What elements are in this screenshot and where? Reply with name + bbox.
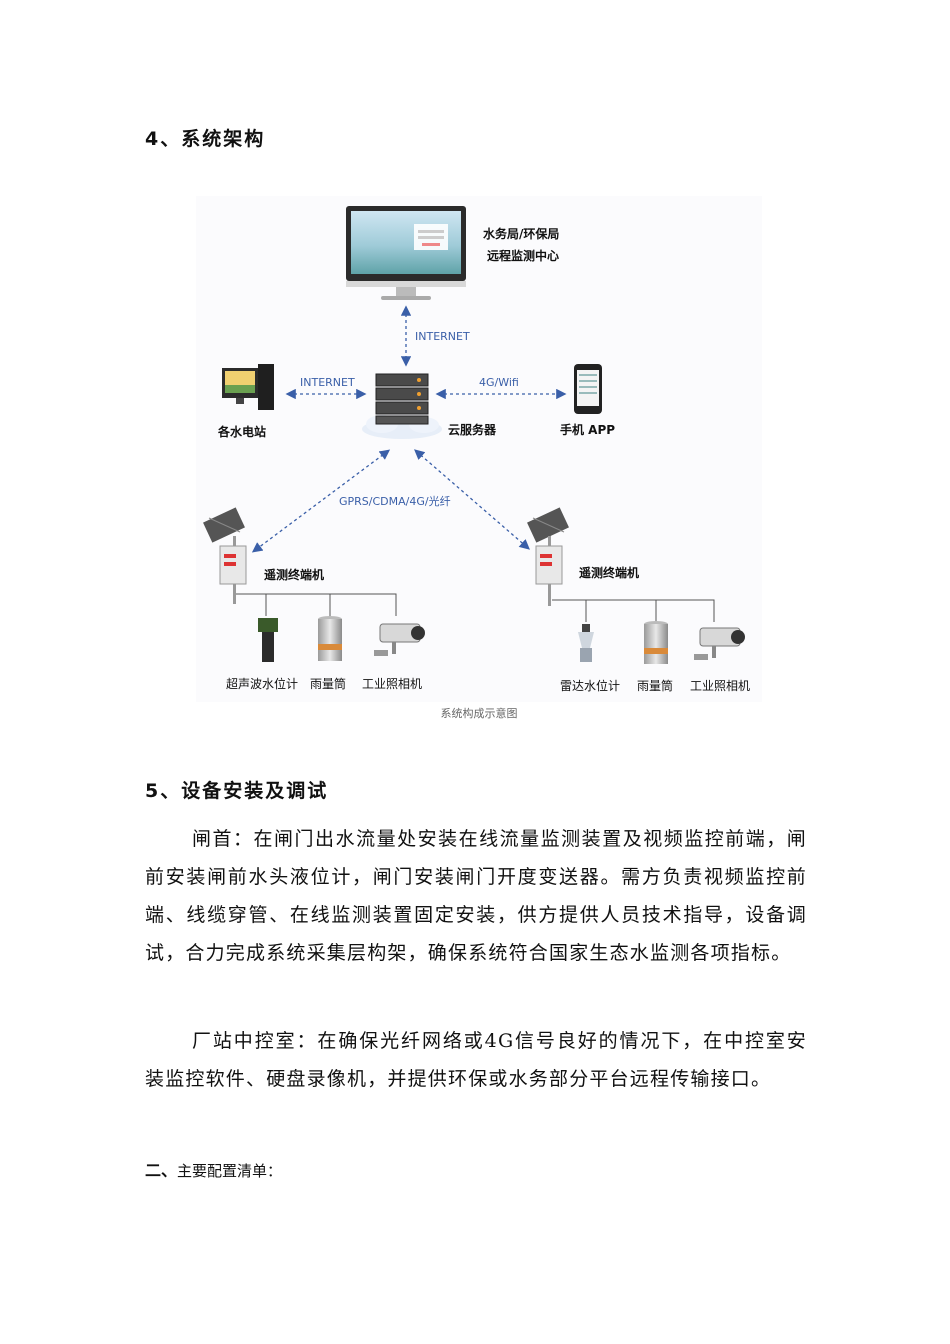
architecture-svg: 水务局/环保局 远程监测中心 INTERNET 云服务器 xyxy=(196,196,762,702)
system-architecture-diagram: 水务局/环保局 远程监测中心 INTERNET 云服务器 xyxy=(196,196,762,702)
ultrasonic-level-meter-icon xyxy=(258,618,278,662)
figure-caption: 系统构成示意图 xyxy=(196,705,762,721)
server-label: 云服务器 xyxy=(448,422,497,437)
paragraph-gate-head: 闸首：在闸门出水流量处安装在线流量监测装置及视频监控前端，闸前安装闸前水头液位计… xyxy=(145,820,807,972)
monitor-icon xyxy=(346,206,466,300)
link-left-label: INTERNET xyxy=(300,376,355,389)
server-icon xyxy=(362,374,442,439)
monitor-label-line1: 水务局/环保局 xyxy=(483,226,559,241)
paragraph-control-room: 厂站中控室：在确保光纤网络或4G信号良好的情况下，在中控室安装监控软件、硬盘录像… xyxy=(145,1022,807,1098)
sensor-right-2-label: 雨量筒 xyxy=(637,678,673,693)
link-top-label: INTERNET xyxy=(415,330,470,343)
sensor-left-3-label: 工业照相机 xyxy=(362,677,422,691)
link-bottom-label: GPRS/CDMA/4G/光纤 xyxy=(339,494,451,508)
section-4-heading: 4、系统架构 xyxy=(145,124,265,151)
rtu-right-label: 遥测终端机 xyxy=(579,565,639,580)
camera-left-icon xyxy=(374,624,425,656)
camera-right-icon xyxy=(694,628,745,660)
sensor-left-1-label: 超声波水位计 xyxy=(226,676,298,691)
rtu-left-icon xyxy=(203,507,246,604)
section-2-prefix: 二、 xyxy=(145,1161,177,1180)
desktop-pc-icon xyxy=(196,364,274,412)
section-2-text: 主要配置清单： xyxy=(177,1162,282,1180)
sensor-left-2-label: 雨量筒 xyxy=(310,676,346,691)
radar-level-meter-icon xyxy=(578,624,594,662)
sensor-right-1-label: 雷达水位计 xyxy=(560,678,620,693)
link-right-label: 4G/Wifi xyxy=(479,376,519,389)
rain-gauge-left-icon xyxy=(318,616,342,661)
rain-gauge-right-icon xyxy=(644,621,668,664)
sensor-right-3-label: 工业照相机 xyxy=(690,679,750,693)
monitor-label-line2: 远程监测中心 xyxy=(487,248,559,263)
rtu-right-icon xyxy=(527,507,569,606)
station-label: 各水电站 xyxy=(217,424,266,439)
smartphone-icon xyxy=(574,364,602,414)
section-2-heading: 二、主要配置清单： xyxy=(145,1157,282,1181)
rtu-left-label: 遥测终端机 xyxy=(264,567,324,582)
section-5-heading: 5、设备安装及调试 xyxy=(145,776,328,803)
phone-label: 手机 APP xyxy=(560,422,615,437)
